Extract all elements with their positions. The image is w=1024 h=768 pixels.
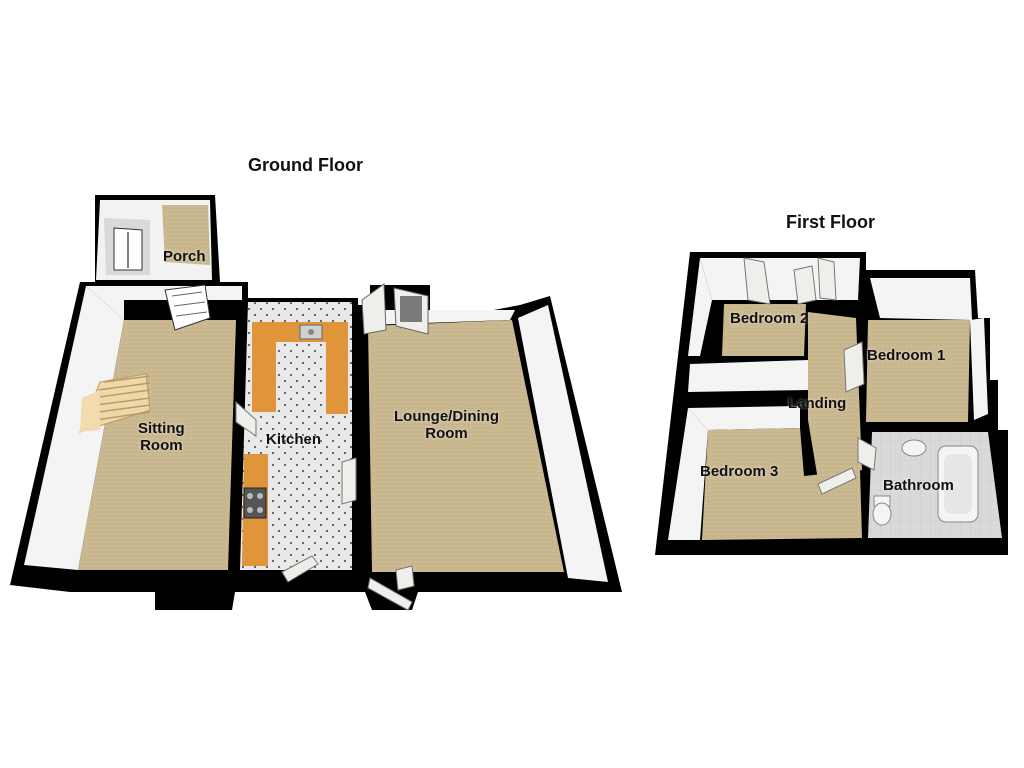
- toilet-icon: [872, 495, 892, 526]
- bath-icon: [937, 445, 979, 523]
- kitchen-label: Kitchen: [266, 431, 322, 448]
- sitting-room-label-line1: Sitting: [138, 420, 185, 437]
- bedroom-1-floor: [866, 320, 970, 422]
- lounge-doors: [361, 283, 429, 611]
- first-floor-title: First Floor: [786, 212, 875, 232]
- sink-icon: [299, 324, 323, 340]
- lounge-dining-label-line2: Room: [425, 425, 468, 442]
- basin-icon: [901, 439, 927, 457]
- porch-label: Porch: [163, 248, 206, 265]
- lounge-dining-floor: [368, 320, 564, 572]
- bedroom-2-label: Bedroom 2: [730, 310, 809, 327]
- bedroom-1-label: Bedroom 1: [867, 347, 946, 364]
- bedroom-2-floor: [722, 304, 806, 356]
- bathroom-label: Bathroom: [883, 477, 954, 494]
- sitting-room-label-line2: Room: [140, 437, 183, 454]
- bedroom-3-label: Bedroom 3: [700, 463, 779, 480]
- first-floor-plan: [655, 252, 1008, 555]
- stairs-icon: [79, 373, 151, 433]
- hob-icon: [243, 487, 267, 519]
- ground-floor-plan: [10, 195, 622, 611]
- landing-label: Landing: [788, 395, 847, 412]
- porch-area: [96, 200, 212, 331]
- sitting-room-label: Sitting Room: [138, 420, 185, 454]
- kitchen-area: [235, 302, 357, 583]
- first-floor-doors: [743, 257, 877, 495]
- lounge-dining-label: Lounge/Dining Room: [394, 408, 499, 442]
- ground-floor-title: Ground Floor: [248, 155, 363, 175]
- lounge-dining-label-line1: Lounge/Dining: [394, 408, 499, 425]
- bedroom-3-floor: [702, 428, 862, 540]
